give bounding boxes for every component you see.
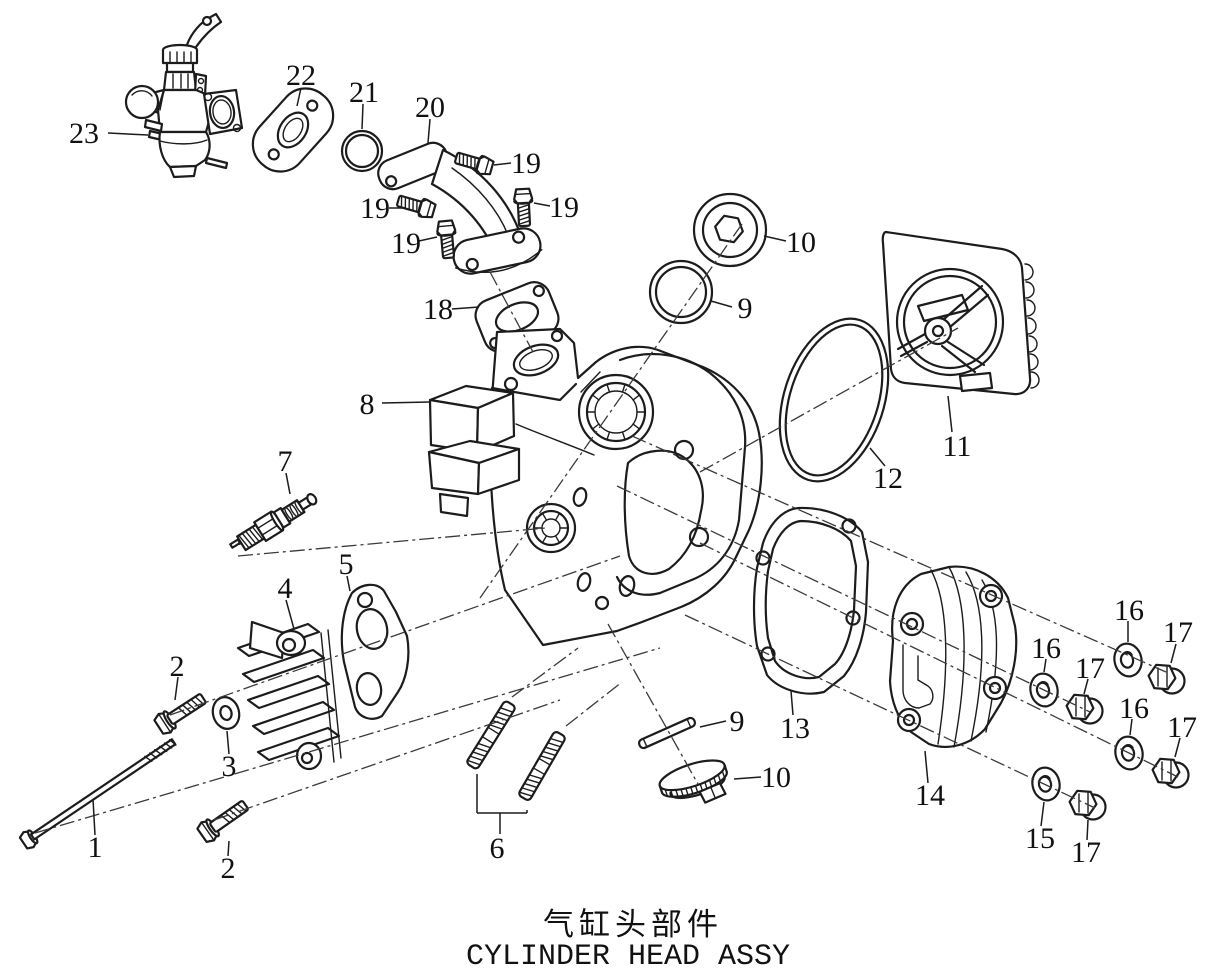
- part-tappet-cap-10-lower: [658, 759, 728, 804]
- part-bolt-19-b: [394, 190, 438, 221]
- callout-leader-lines: [92, 87, 1181, 857]
- part-dowel-pin-9: [637, 716, 697, 750]
- part-stud-6-left: [464, 699, 518, 771]
- callout-14: 14: [915, 779, 945, 812]
- diagram-title-zh: 气缸头部件: [543, 907, 723, 943]
- callout-2-a: 2: [170, 650, 185, 683]
- part-tappet-cap-10-upper: [692, 192, 768, 268]
- callout-17-a: 17: [1075, 652, 1105, 685]
- part-washer-3: [211, 696, 241, 730]
- assembly-centerlines: [34, 223, 1179, 834]
- part-oring-9-upper: [648, 259, 714, 325]
- part-cap-nut-17-b: [1065, 693, 1104, 725]
- callout-1: 1: [88, 831, 103, 864]
- callout-5: 5: [339, 548, 354, 581]
- callout-9-b: 9: [730, 705, 745, 738]
- part-valve-cover-8: [427, 384, 521, 518]
- part-gasket-13: [752, 506, 870, 695]
- callout-17-c: 17: [1167, 711, 1197, 744]
- part-side-plate-5: [340, 583, 410, 720]
- callout-19-a: 19: [511, 147, 541, 180]
- callout-18: 18: [423, 293, 453, 326]
- part-bracket-4: [248, 620, 307, 660]
- part-bolt-19-d: [512, 187, 535, 228]
- callout-17-b: 17: [1163, 616, 1193, 649]
- callout-7: 7: [278, 445, 293, 478]
- callout-21: 21: [349, 76, 379, 109]
- callout-2-b: 2: [221, 852, 236, 885]
- callout-20: 20: [415, 91, 445, 124]
- callout-23: 23: [69, 117, 99, 150]
- part-bolt-19-c: [435, 219, 459, 260]
- title-block: 气缸头部件 CYLINDER HEAD ASSY: [466, 907, 790, 974]
- callout-19-d: 19: [549, 191, 579, 224]
- callout-9-a: 9: [738, 292, 753, 325]
- part-long-bolt-1: [18, 738, 177, 850]
- callout-16-c: 16: [1119, 692, 1149, 725]
- part-cam-sprocket-assy-11: [881, 230, 1040, 396]
- part-gasket-22: [251, 87, 335, 173]
- part-side-cover-14: [888, 565, 1018, 748]
- callout-numbers: 23 22 21 20 19 19 19 19 18 10 9 11 12 8 …: [69, 59, 1197, 885]
- part-bolt-2-upper: [151, 687, 211, 738]
- part-cap-nut-17-a: [1147, 663, 1186, 695]
- part-cylinder-head-body: [489, 327, 763, 647]
- callout-22: 22: [286, 59, 316, 92]
- callout-13: 13: [780, 712, 810, 745]
- callout-6: 6: [490, 832, 505, 865]
- part-spark-plug-7: [229, 493, 318, 552]
- callout-10-a: 10: [786, 226, 816, 259]
- callout-19-c: 19: [391, 227, 421, 260]
- callout-6-bracket: [476, 774, 528, 834]
- part-oring-12: [778, 317, 890, 483]
- callout-3: 3: [222, 750, 237, 783]
- part-washer-15: [1028, 763, 1064, 805]
- callout-16-a: 16: [1031, 632, 1061, 665]
- callout-12: 12: [873, 462, 903, 495]
- part-carburetor: [124, 12, 244, 179]
- callout-4: 4: [278, 572, 293, 605]
- callout-16-b: 16: [1114, 594, 1144, 627]
- callout-11: 11: [943, 430, 972, 463]
- part-stud-6-right: [516, 729, 568, 803]
- part-oring-21: [340, 129, 384, 173]
- diagram-title-en: CYLINDER HEAD ASSY: [466, 940, 790, 974]
- callout-15: 15: [1025, 822, 1055, 855]
- callout-8: 8: [360, 388, 375, 421]
- callout-10-b: 10: [761, 761, 791, 794]
- callout-17-d: 17: [1071, 836, 1101, 869]
- part-intake-manifold-20: [377, 141, 543, 275]
- part-bolt-2-lower: [194, 794, 253, 846]
- callout-19-b: 19: [360, 192, 390, 225]
